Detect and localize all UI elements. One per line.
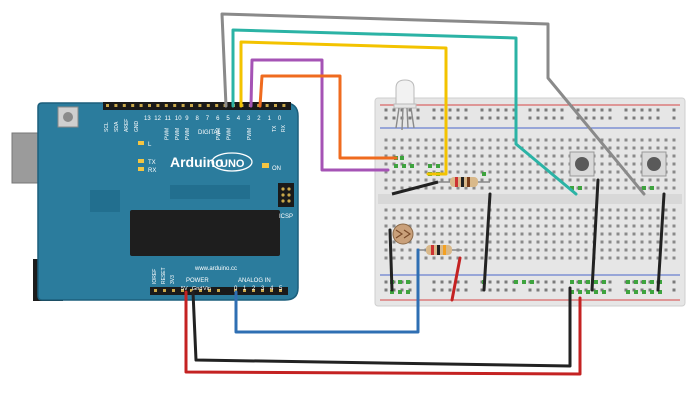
digital-pin-label: 9: [185, 116, 189, 122]
tx-led-label: TX: [148, 160, 156, 166]
analog-pin-label: 2: [252, 286, 256, 292]
digital-pin-label: 0: [278, 116, 282, 122]
digital-pin-label: 2: [257, 116, 261, 122]
tx-led: [138, 159, 144, 163]
analog-pin-label: 4: [270, 286, 274, 292]
arduino-board: ICSP Arduino UNO www.arduino.cc DIGITAL …: [11, 102, 299, 301]
digital-pin-label: 3: [247, 116, 251, 122]
rx-led-label: RX: [148, 168, 156, 174]
icsp-label: ICSP: [279, 214, 293, 220]
pwm-label: PWM: [226, 128, 232, 140]
uno-logo: UNO: [211, 152, 253, 172]
digital-pin-label: 7: [206, 116, 210, 122]
pushbutton: [641, 151, 667, 177]
wire-teal: [231, 28, 578, 196]
wire-red: [184, 290, 582, 376]
l-led: [138, 141, 144, 145]
analog-header: [230, 287, 288, 295]
power-pin-label: 3V3: [170, 275, 176, 284]
wire-black: [482, 192, 492, 292]
power-pin-label: RESET: [161, 267, 167, 284]
pushbutton: [569, 151, 595, 177]
digital-pin-label: 12: [154, 116, 161, 122]
analog-pin-label: 0: [234, 286, 238, 292]
analog-label: ANALOG IN: [238, 278, 271, 284]
pwm-label: PWM: [175, 128, 181, 140]
pwm-label: PWM: [247, 128, 253, 140]
icsp-header: [278, 183, 294, 207]
photoresistor: [392, 223, 414, 245]
header-pin-label: SDA: [114, 121, 120, 132]
digital-pin-label: 11: [165, 116, 172, 122]
analog-pin-label: 1: [243, 286, 247, 292]
wire-yellow: [239, 40, 448, 176]
header-pin-label: AREF: [124, 119, 130, 132]
resistor: [436, 177, 490, 187]
on-label: ON: [272, 166, 281, 172]
digital-pin-label: 8: [196, 116, 200, 122]
rgb-led: [393, 79, 417, 131]
wire-blue: [234, 248, 420, 334]
brand-label: Arduino: [170, 154, 224, 170]
url-label: www.arduino.cc: [194, 266, 237, 272]
model-label: UNO: [220, 158, 245, 170]
pwm-label: PWM: [216, 128, 222, 140]
wire-red: [450, 256, 462, 302]
power-label: POWER: [186, 278, 209, 284]
tx-rx-pin-label: RX: [281, 124, 287, 132]
wire-black: [590, 178, 600, 292]
wire-orange: [258, 74, 398, 160]
power-pin-label: 5V: [181, 286, 188, 292]
pwm-label: PWM: [185, 128, 191, 140]
resistor: [418, 245, 462, 255]
digital-pin-label: 1: [268, 116, 272, 122]
wire-black: [388, 228, 394, 292]
wire-gray: [220, 12, 646, 196]
wire-black: [656, 192, 666, 292]
digital-header: [103, 102, 291, 110]
power-pin-label: Gnd: [192, 286, 202, 292]
header-pin-label: GND: [134, 121, 140, 133]
header-pin-label: SCL: [104, 122, 110, 132]
breadboard: [374, 97, 686, 307]
digital-pin-label: 6: [216, 116, 220, 122]
analog-pin-label: 5: [279, 286, 283, 292]
power-pin-label: Vin: [203, 286, 211, 292]
digital-pin-label: 4: [237, 116, 241, 122]
digital-pin-label: 10: [175, 116, 182, 122]
power-led: [262, 163, 269, 168]
pwm-label: PWM: [165, 128, 171, 140]
wire-black: [191, 286, 572, 368]
wires: [184, 12, 666, 376]
digital-pin-label: 13: [144, 116, 151, 122]
analog-pin-label: 3: [261, 286, 265, 292]
tx-rx-pin-label: TX: [272, 125, 278, 132]
digital-pin-label: 5: [226, 116, 230, 122]
wire-purple: [249, 58, 390, 172]
l-label: L: [148, 142, 152, 148]
digital-label: DIGITAL: [198, 130, 222, 136]
rx-led: [138, 167, 144, 171]
power-pin-label: IOREF: [152, 269, 158, 284]
microcontroller-chip: [130, 210, 280, 256]
